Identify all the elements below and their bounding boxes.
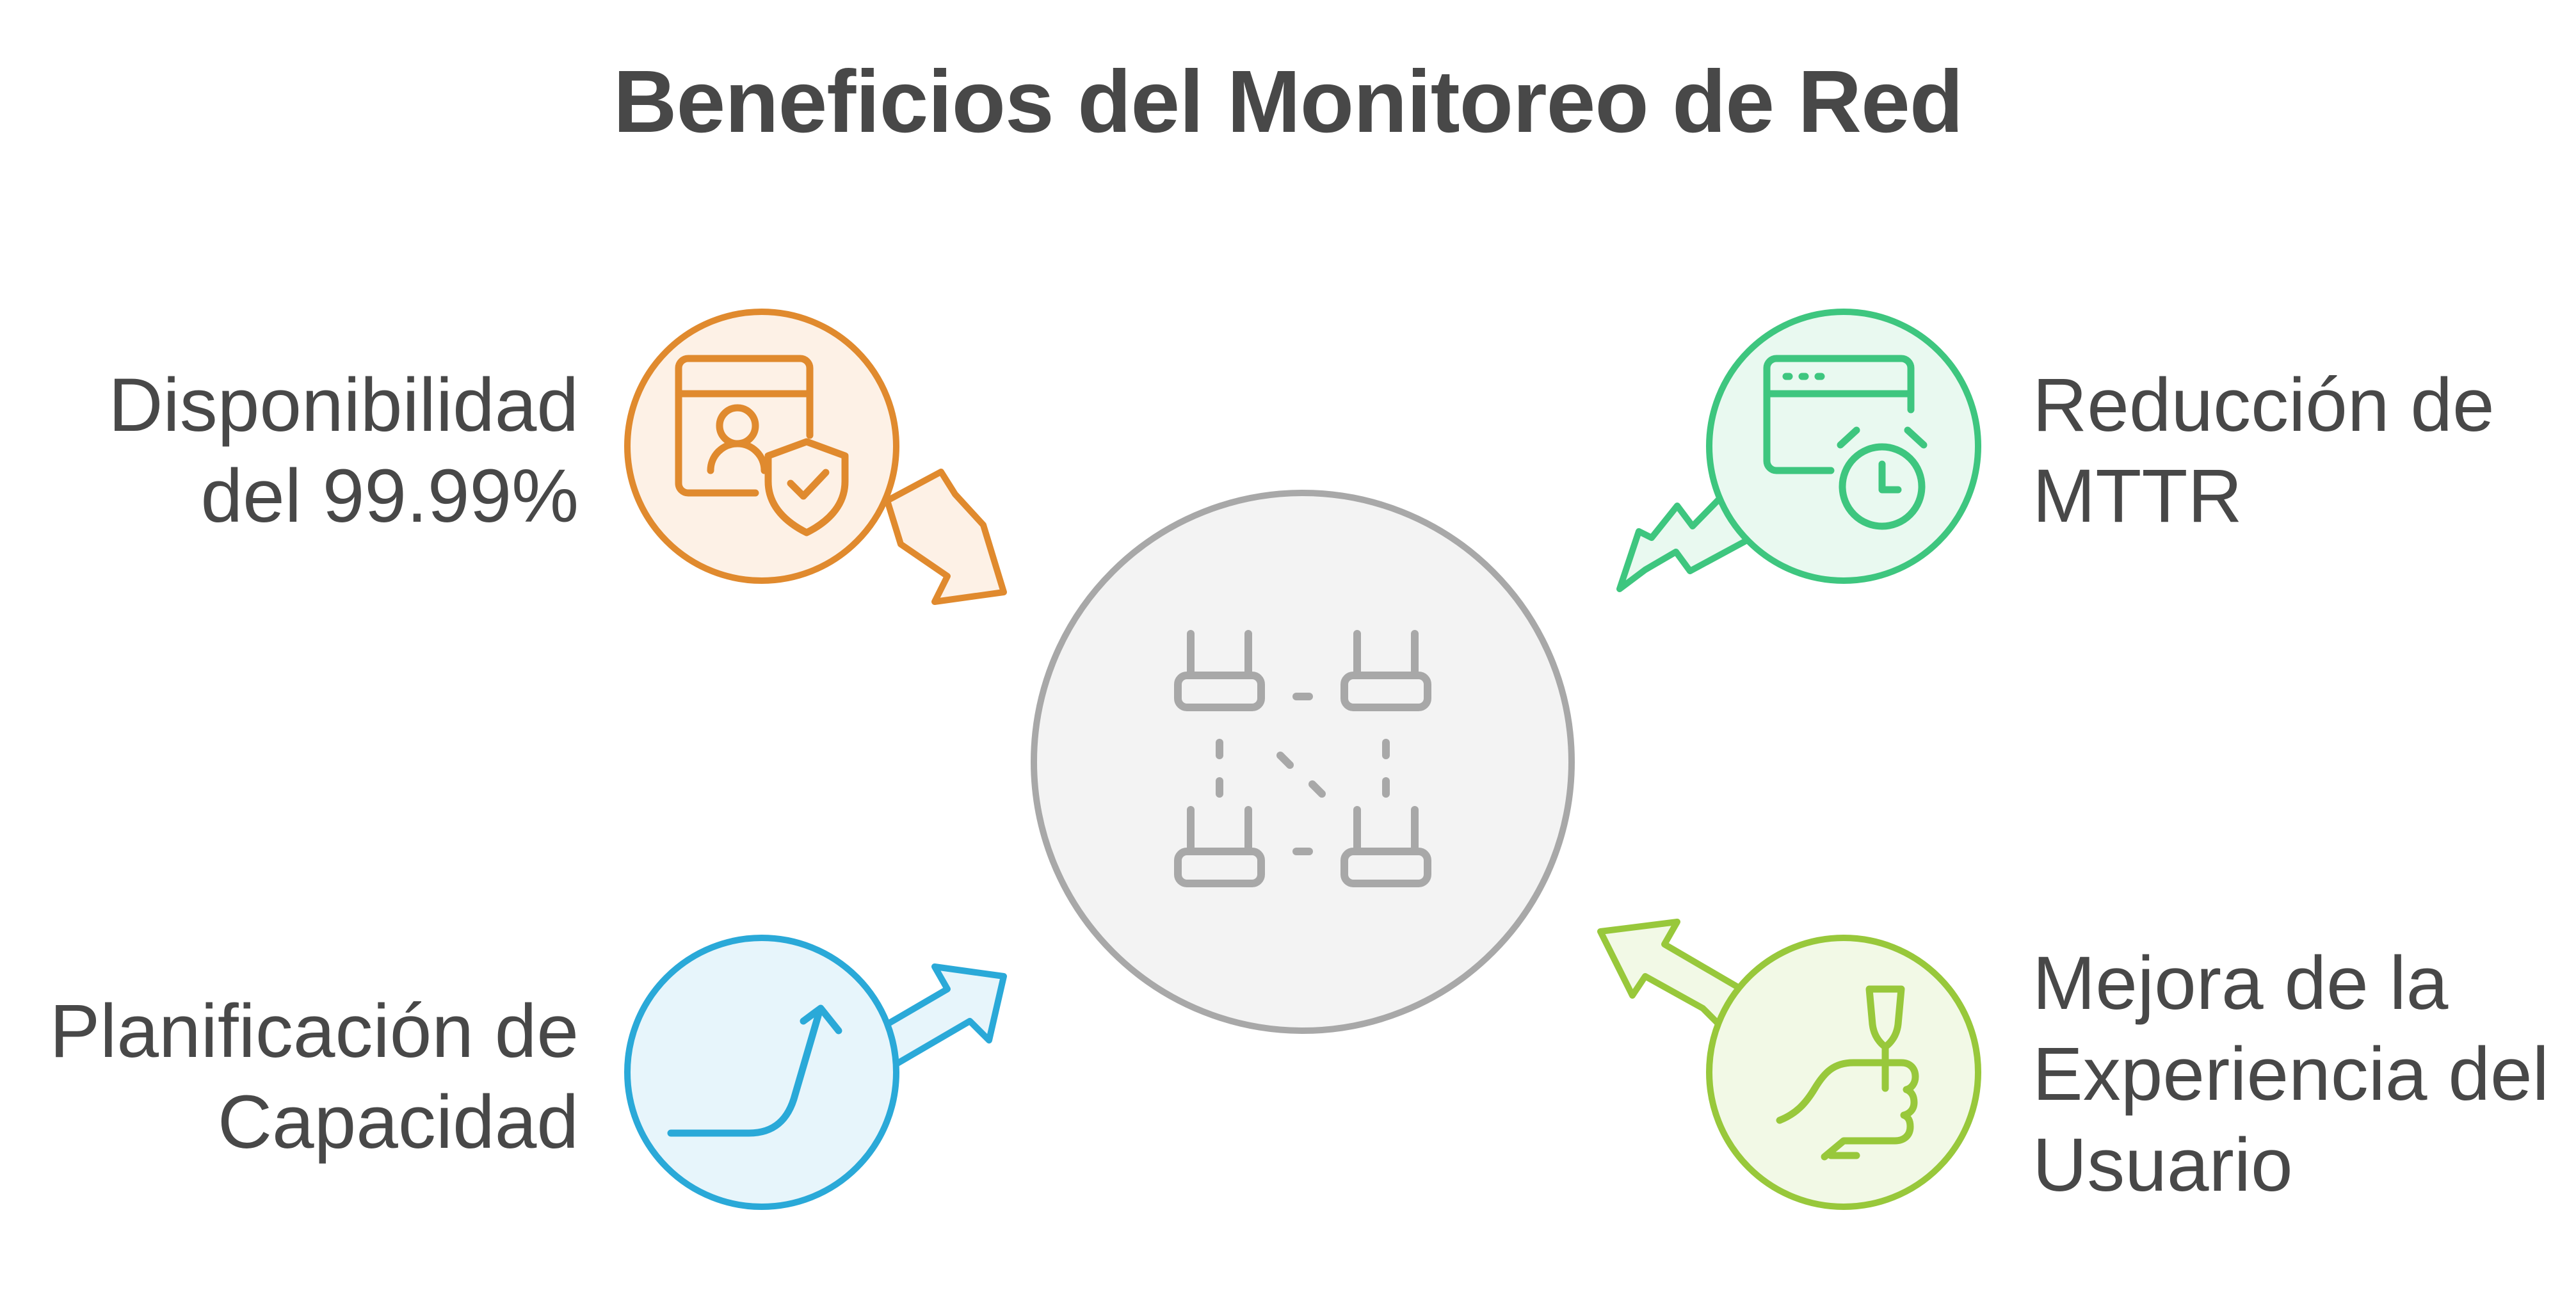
browser-user-shield-icon	[675, 355, 849, 536]
label-availability: Disponibilidad del 99.99%	[108, 360, 579, 542]
label-capacity: Planificación de Capacidad	[49, 986, 579, 1168]
label-experience-line-2: Experiencia del	[2033, 1032, 2549, 1116]
arrow-experience	[1597, 919, 1744, 1027]
label-availability-line-2: del 99.99%	[200, 454, 579, 538]
label-experience-line-3: Usuario	[2033, 1123, 2293, 1207]
label-capacity-line-2: Capacidad	[217, 1080, 579, 1164]
benefit-availability-node	[624, 309, 1007, 605]
arrow-mttr	[1616, 496, 1757, 592]
browser-alarm-clock-icon	[1763, 355, 1928, 530]
hand-wine-glass-icon	[1776, 985, 1919, 1161]
arrow-availability	[884, 469, 1007, 605]
label-availability-line-1: Disponibilidad	[108, 363, 579, 447]
arrow-capacity	[867, 963, 1007, 1069]
label-experience-line-1: Mejora de la	[2033, 941, 2449, 1026]
label-experience: Mejora de la Experiencia del Usuario	[2033, 938, 2549, 1211]
label-capacity-line-1: Planificación de	[49, 989, 579, 1074]
label-mttr-line-1: Reducción de	[2033, 363, 2495, 447]
center-hub	[1031, 490, 1575, 1034]
diagram-title: Beneficios del Monitoreo de Red	[613, 52, 1963, 151]
benefit-mttr-node	[1616, 309, 1981, 592]
growth-arrow-icon	[667, 1004, 842, 1137]
network-routers-icon	[1174, 630, 1431, 887]
benefit-capacity-node	[624, 935, 1007, 1210]
benefit-experience-node	[1597, 919, 1981, 1210]
label-mttr: Reducción de MTTR	[2033, 360, 2495, 542]
label-mttr-line-2: MTTR	[2033, 454, 2242, 538]
